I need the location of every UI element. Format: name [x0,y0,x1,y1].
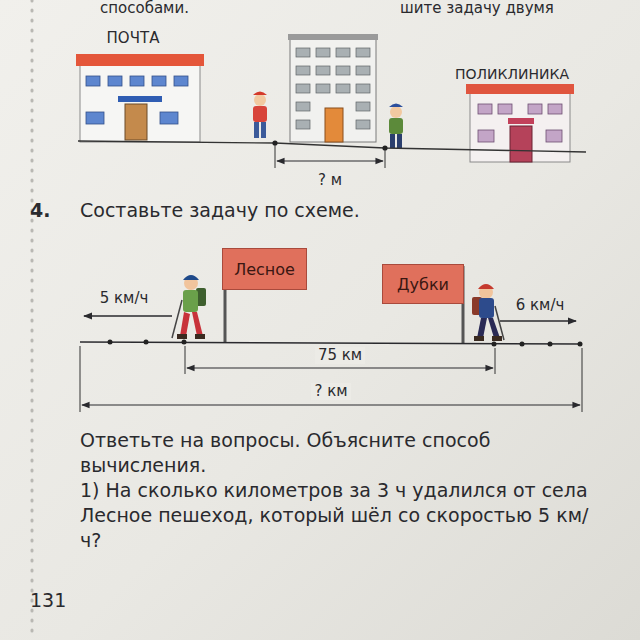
building-label: ПОЧТА [107,30,160,47]
dimension-line [82,404,580,405]
margin-dots [31,0,34,640]
question-text: Ответьте на вопросы. Объясните способ вы… [80,428,600,478]
child-figure [389,104,403,149]
top-text: способами. [100,0,189,17]
sign-text: Лесное [234,260,295,279]
road-line [80,342,582,344]
post-office [76,54,204,142]
village-sign: Дубки [382,264,464,304]
distance-label: ? км [311,383,350,400]
question-text: 1) На сколько километров за 3 ч удалился… [80,478,600,553]
sign-text: Дубки [397,275,449,294]
road-line [78,141,586,152]
speed-label: 5 км/ч [100,290,149,307]
walker-figure [472,284,504,341]
walker-figure [172,275,206,339]
distance-label: 75 км [315,347,365,364]
apartment-building [288,34,378,142]
top-text: шите задачу двумя [400,0,554,17]
dimension-line [277,160,383,161]
road-dots [108,340,583,347]
child-figure [253,92,267,139]
building-label: ПОЛИКЛИНИКА [455,66,569,82]
exercise-number: 4. [30,200,50,222]
dimension-label: ? м [318,172,342,189]
dimension-line [187,367,493,368]
direction-arrow [84,315,172,316]
exercise-heading: Составьте задачу по схеме. [80,200,360,222]
village-sign: Лесное [222,248,307,290]
speed-label: 6 км/ч [516,297,565,314]
direction-arrow [500,320,576,321]
page-number: 131 [30,590,66,612]
